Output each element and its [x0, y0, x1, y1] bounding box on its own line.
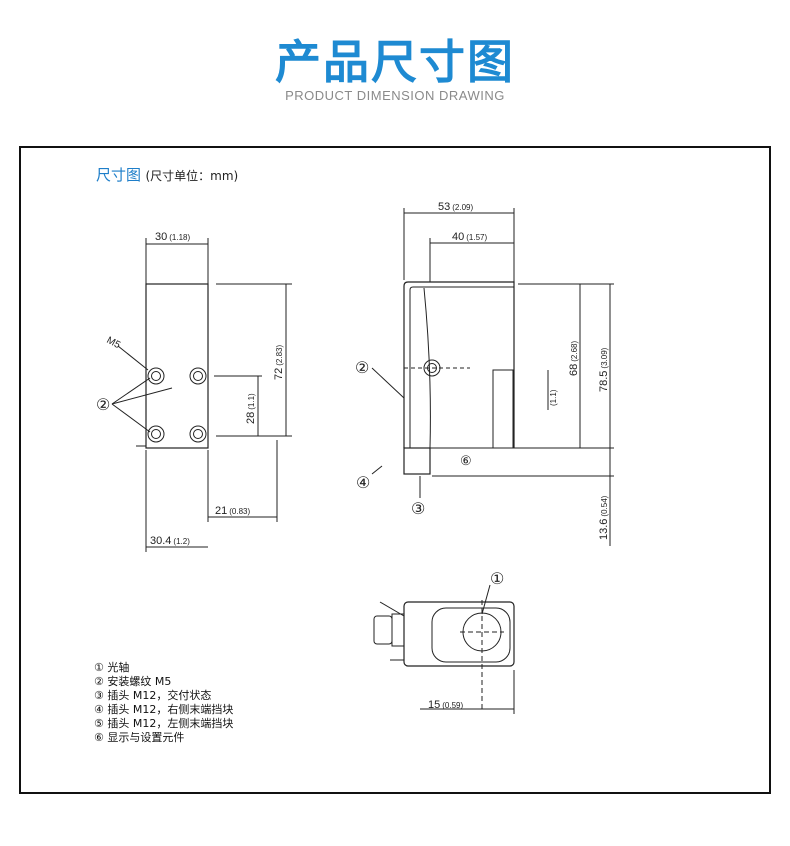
dim-13-6: 13.6(0.54): [598, 495, 610, 540]
front-view: [111, 238, 292, 552]
drawing-unit-note: (尺寸单位：mm): [145, 169, 239, 183]
drawing-title-main: 尺寸图: [96, 166, 142, 184]
mount-hole-1: [147, 367, 165, 385]
top-connector: [373, 615, 393, 645]
dim-53: 53(2.09): [438, 201, 473, 213]
dim-68: 68(2.68): [568, 341, 580, 376]
dim-40: 40(1.57): [452, 231, 487, 243]
dim-78-5: 78.5(3.09): [598, 347, 610, 392]
legend-item: ③ 插头 M12，交付状态: [94, 689, 212, 702]
front-body: [145, 283, 209, 449]
callout-1: ①: [490, 571, 504, 588]
mount-hole-3: [147, 425, 165, 443]
callout-4: ④: [356, 475, 370, 492]
callout-2-side: ②: [355, 360, 369, 377]
legend-item: ⑥ 显示与设置元件: [94, 731, 185, 744]
page-title: 产品尺寸图: [275, 35, 515, 89]
top-view: [373, 584, 515, 714]
callout-3: ③: [411, 501, 425, 518]
mount-hole-4: [189, 425, 207, 443]
label-m5: M5: [105, 335, 123, 351]
dim-28: 28(1.1): [245, 393, 257, 424]
legend: ① 光轴 ② 安装螺纹 M5 ③ 插头 M12，交付状态 ④ 插头 M12，右侧…: [94, 661, 233, 745]
dim-30: 30(1.18): [155, 231, 190, 243]
page-subtitle: PRODUCT DIMENSION DRAWING: [285, 88, 505, 103]
mount-hole-2: [189, 367, 207, 385]
dim-21: 21(0.83): [215, 505, 250, 517]
legend-item: ① 光轴: [94, 661, 130, 674]
side-connector: [403, 447, 431, 475]
dim-1-1: (1.1): [549, 389, 558, 406]
drawing-frame: [19, 146, 771, 794]
drawing-title: 尺寸图 (尺寸单位：mm): [96, 164, 238, 185]
legend-item: ⑤ 插头 M12，左侧末端挡块: [94, 717, 234, 730]
side-view: [371, 208, 614, 546]
dim-72: 72(2.83): [273, 345, 285, 380]
callout-6: ⑥: [460, 453, 472, 468]
legend-item: ② 安装螺纹 M5: [94, 675, 172, 688]
top-body: [403, 601, 515, 667]
callout-2-front: ②: [96, 397, 110, 414]
dim-30-4: 30.4(1.2): [150, 535, 190, 547]
legend-item: ④ 插头 M12，右侧末端挡块: [94, 703, 234, 716]
dimension-labels: 30(1.18) 72(2.83) 28(1.1) 21(0.83) 30.4(…: [96, 201, 610, 711]
dim-15: 15(0.59): [428, 699, 463, 711]
